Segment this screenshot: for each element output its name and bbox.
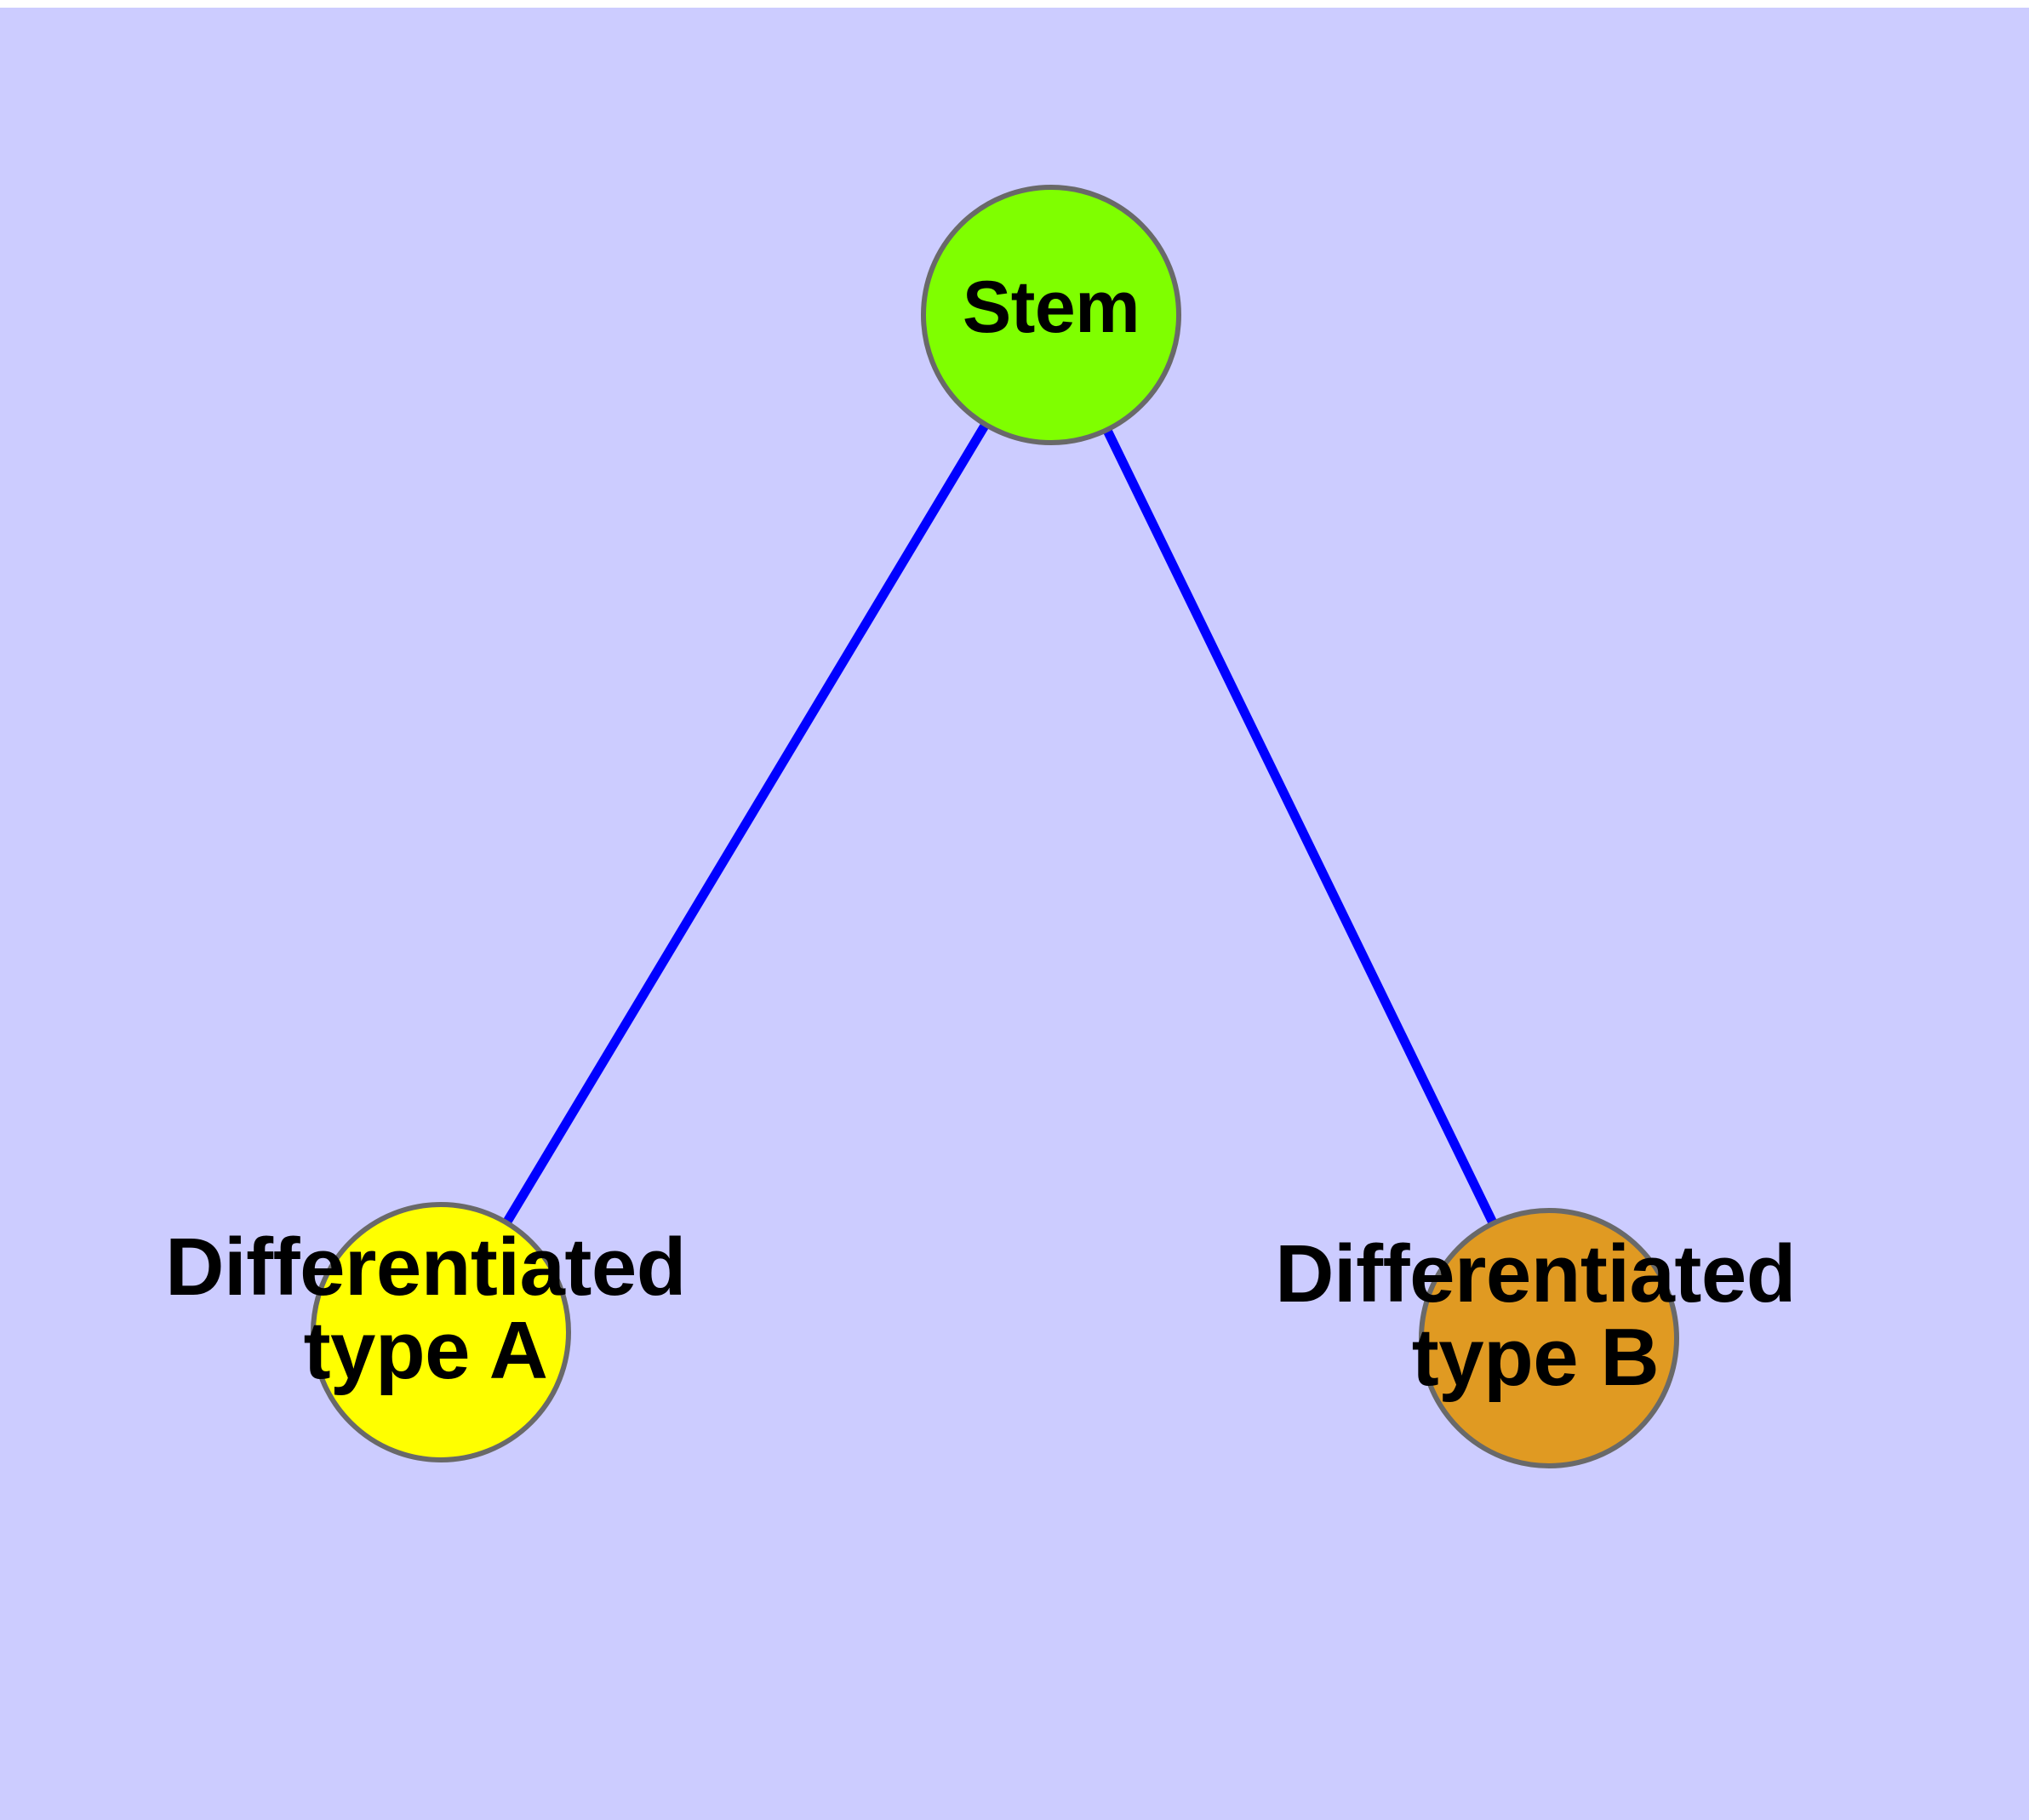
node-differentiated-type-a[interactable] (311, 1202, 571, 1462)
node-layer (311, 185, 1679, 1468)
edge-layer (501, 421, 1499, 1228)
node-stem[interactable] (921, 185, 1181, 445)
edge-stem-to-differentiated-a[interactable] (501, 421, 991, 1227)
edge-stem-to-differentiated-b[interactable] (1101, 426, 1499, 1228)
node-differentiated-type-b[interactable] (1419, 1208, 1679, 1468)
